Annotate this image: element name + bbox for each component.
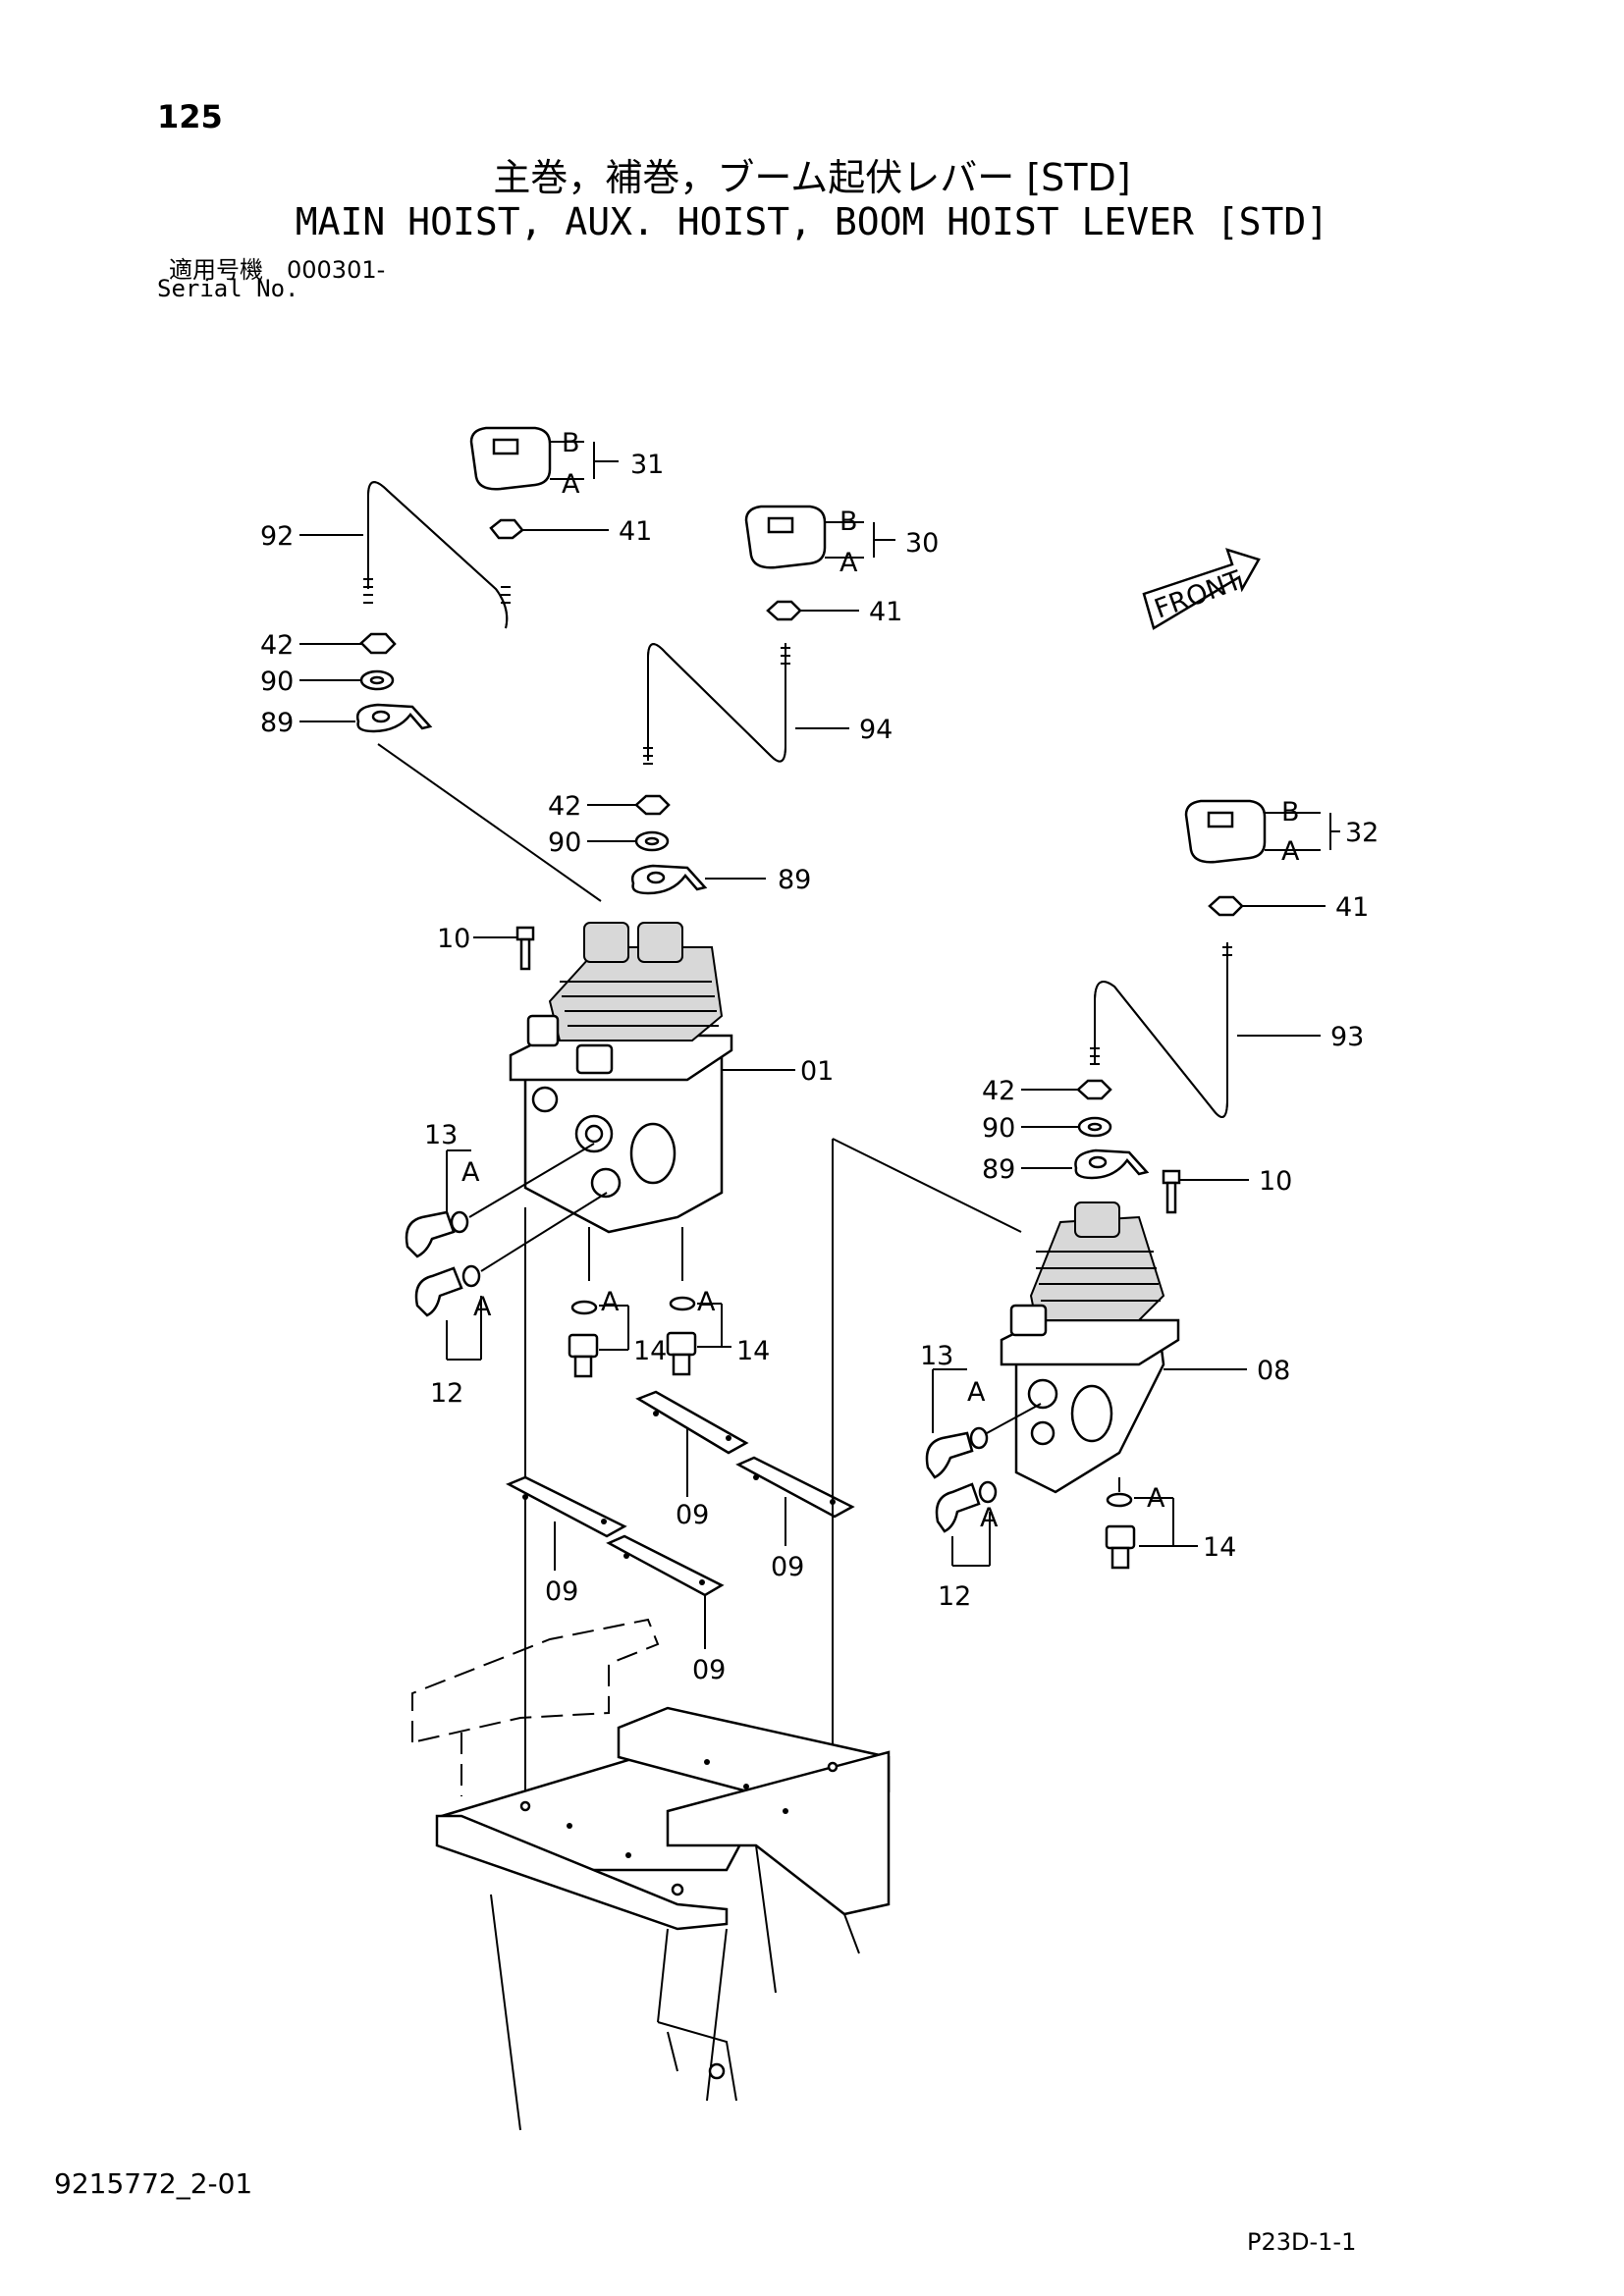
fittings-13-12-left [405,1143,608,1361]
callout-10-b: 10 [1259,1166,1292,1197]
serial-label-japanese: 適用号機 000301- [169,256,386,284]
callout-90-a: 90 [260,667,294,697]
callout-89-a: 89 [260,708,294,738]
callout-01: 01 [800,1056,834,1087]
callout-a-32: A [1281,836,1300,867]
plugs-14-left [568,1227,731,1378]
callout-a-14a: A [601,1287,620,1317]
knob-31 [469,426,619,491]
callout-89-b: 89 [778,865,811,895]
callout-14-a: 14 [633,1336,667,1366]
washer-stack-left [299,632,602,902]
fittings-13-12-right [925,1368,1042,1567]
callout-14-c: 14 [1203,1532,1236,1563]
callout-a-14c: A [1147,1483,1165,1514]
callout-a-12b: A [980,1503,999,1533]
callout-92: 92 [260,521,294,552]
callout-31: 31 [630,450,664,480]
callout-93: 93 [1330,1022,1364,1052]
callout-b-31: B [562,428,580,458]
callout-b-32: B [1281,797,1300,828]
callout-12-a: 12 [430,1378,463,1409]
callout-32: 32 [1345,818,1379,848]
knob-32 [1184,799,1340,864]
callout-42-b: 42 [548,791,581,822]
page-title-japanese: 主巻，補巻，ブーム起伏レバー [STD] [493,156,1131,199]
knob-30 [744,505,895,569]
callout-89-c: 89 [982,1154,1015,1185]
front-label: FRONT [1151,565,1247,625]
pilot-valve-08 [1000,1169,1249,1494]
front-direction-arrow: FRONT [1142,548,1261,630]
lever-rod-92 [299,481,511,629]
callout-13-b: 13 [920,1341,953,1371]
callout-12-b: 12 [938,1581,971,1612]
callout-90-b: 90 [548,828,581,858]
console-frame [411,1618,891,2131]
page-code: P23D-1-1 [1247,2228,1357,2256]
callout-09-a: 09 [676,1500,709,1530]
callout-a-14b: A [697,1287,716,1317]
pilot-valve-01 [473,922,795,1234]
washer-stack-center [587,794,766,895]
lever-rod-93 [1090,942,1321,1118]
callout-14-b: 14 [736,1336,770,1366]
callout-09-c: 09 [545,1576,578,1607]
callout-41-b: 41 [869,597,902,627]
washer-stack-right [1021,1079,1150,1180]
callout-a-30: A [839,548,858,578]
callout-41-c: 41 [1335,892,1369,923]
callout-a-12a: A [473,1292,492,1322]
callout-94: 94 [859,715,893,745]
callout-30: 30 [905,528,939,559]
callout-90-c: 90 [982,1113,1015,1144]
callout-41-a: 41 [619,516,652,547]
document-code: 9215772_2-01 [54,2167,253,2200]
nut-41-c [1208,895,1326,917]
callout-09-b: 09 [771,1552,804,1582]
callout-09-d: 09 [692,1655,726,1685]
callout-42-a: 42 [260,630,294,661]
lever-rod-94 [643,643,849,765]
nut-41-b [766,600,859,621]
callout-a-13b: A [967,1377,986,1408]
serial-label-english: Serial No. [157,275,299,302]
callout-a-31: A [562,469,580,500]
callout-08: 08 [1257,1356,1290,1386]
callout-13-a: 13 [424,1120,458,1150]
page-title-english: MAIN HOIST, AUX. HOIST, BOOM HOIST LEVER… [295,200,1329,243]
shim-plates-09 [506,1138,1022,1796]
callout-a-13a: A [461,1157,480,1188]
callout-b-30: B [839,507,858,537]
plug-14-right [1105,1477,1198,1570]
callout-42-c: 42 [982,1076,1015,1106]
page-number: 125 [157,98,223,135]
nut-41-a [489,518,609,540]
callout-10-a: 10 [437,924,470,954]
